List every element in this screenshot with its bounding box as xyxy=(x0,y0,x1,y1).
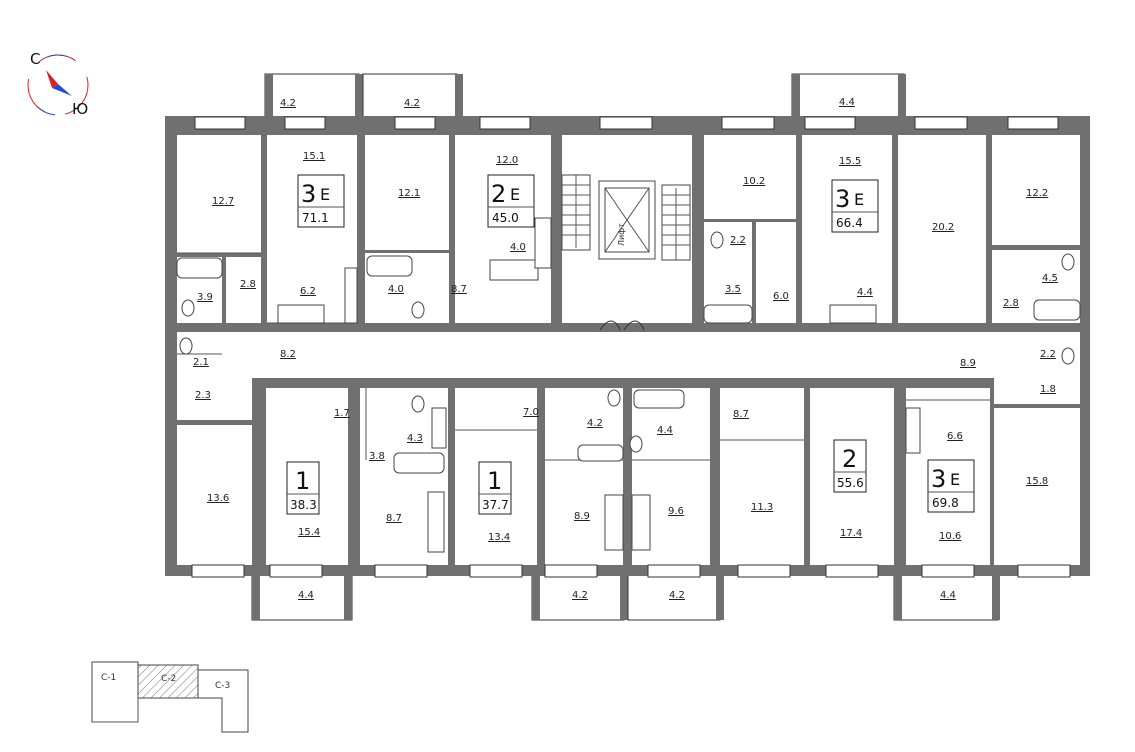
apartment-badge: 1 38.3 xyxy=(286,461,320,515)
room-area-label: 4.5 xyxy=(1042,273,1058,284)
compass-south-arrow xyxy=(52,84,72,96)
room-area-label: 10.6 xyxy=(939,531,961,542)
apartment-badge: 3 Е 71.1 xyxy=(297,174,345,228)
apartment-area: 45.0 xyxy=(492,211,519,225)
room-area-label: 8.2 xyxy=(280,349,296,360)
room-area-label: 4.2 xyxy=(669,590,685,601)
room-area-label: 1.8 xyxy=(1040,384,1056,395)
room-area-label: 2.1 xyxy=(193,357,209,368)
room-area-label: 6.2 xyxy=(300,286,316,297)
room-area-label: 4.4 xyxy=(839,97,855,108)
room-area-label: 4.0 xyxy=(388,284,404,295)
apartment-class: Е xyxy=(854,190,864,209)
section-label: С-1 xyxy=(101,673,116,683)
room-area-label: 8.7 xyxy=(451,284,467,295)
apartment-area: 55.6 xyxy=(837,476,864,490)
apartment-rooms: 3 xyxy=(931,465,946,493)
windows xyxy=(191,116,1071,578)
apartment-badge: 3 Е 66.4 xyxy=(831,179,879,233)
stairwell: Лифт xyxy=(561,174,691,331)
room-area-label: 4.2 xyxy=(404,98,420,109)
room-area-label: 2.8 xyxy=(240,279,256,290)
room-area-label: 4.3 xyxy=(407,433,423,444)
section-label: С-2 xyxy=(161,674,176,684)
room-area-label: 4.2 xyxy=(587,418,603,429)
balconies-top xyxy=(264,73,906,119)
balconies-bottom xyxy=(251,574,1000,621)
apartment-area: 69.8 xyxy=(932,496,959,510)
room-area-label: 8.9 xyxy=(574,511,590,522)
room-area-label: 4.0 xyxy=(510,242,526,253)
room-area-label: 20.2 xyxy=(932,222,954,233)
room-area-label: 2.2 xyxy=(1040,349,1056,360)
apartment-class: Е xyxy=(510,185,520,204)
room-area-label: 4.4 xyxy=(857,287,873,298)
room-area-label: 4.4 xyxy=(298,590,314,601)
room-area-label: 10.2 xyxy=(743,176,765,187)
room-area-label: 2.3 xyxy=(195,390,211,401)
apartment-area: 38.3 xyxy=(290,498,317,512)
room-area-label: 15.5 xyxy=(839,156,861,167)
section-keyplan: С-1 С-2 С-3 xyxy=(91,661,249,733)
room-area-label: 4.4 xyxy=(657,425,673,436)
apartment-rooms: 3 xyxy=(835,185,850,213)
room-area-label: 15.8 xyxy=(1026,476,1048,487)
room-area-label: 3.5 xyxy=(725,284,741,295)
compass-south-label: Ю xyxy=(72,100,88,118)
room-area-label: 13.6 xyxy=(207,493,229,504)
compass-north-arrow xyxy=(46,70,58,88)
room-area-label: 15.4 xyxy=(298,527,320,538)
sanitary-fixtures xyxy=(176,217,1081,553)
apartment-badge: 2 Е 45.0 xyxy=(487,174,535,228)
room-area-label: 12.7 xyxy=(212,196,234,207)
apartment-rooms: 3 xyxy=(301,180,316,208)
room-area-label: 17.4 xyxy=(840,528,862,539)
apartment-area: 37.7 xyxy=(482,498,509,512)
apartment-badge: 2 55.6 xyxy=(833,439,867,493)
apartment-rooms: 1 xyxy=(295,467,310,495)
room-area-label: 3.9 xyxy=(197,292,213,303)
room-area-label: 4.2 xyxy=(280,98,296,109)
room-area-label: 13.4 xyxy=(488,532,510,543)
room-area-label: 12.1 xyxy=(398,188,420,199)
compass: С Ю xyxy=(27,50,89,118)
room-area-label: 15.1 xyxy=(303,151,325,162)
apartment-rooms: 1 xyxy=(487,467,502,495)
room-area-label: 12.0 xyxy=(496,155,518,166)
lift-label: Лифт xyxy=(617,223,626,246)
stair-flight-left xyxy=(561,174,591,251)
room-area-label: 12.2 xyxy=(1026,188,1048,199)
room-area-label: 8.7 xyxy=(386,513,402,524)
section-label: С-3 xyxy=(215,681,230,691)
room-area-label: 6.0 xyxy=(773,291,789,302)
apartment-area: 66.4 xyxy=(836,216,863,230)
room-area-label: 9.6 xyxy=(668,506,684,517)
room-area-label: 2.2 xyxy=(730,235,746,246)
room-area-label: 1.7 xyxy=(334,408,350,419)
room-area-label: 4.4 xyxy=(940,590,956,601)
apartment-badge: 3 Е 69.8 xyxy=(927,459,975,513)
room-area-label: 7.0 xyxy=(523,407,539,418)
stair-flight-right xyxy=(661,184,691,261)
apartment-rooms: 2 xyxy=(491,180,506,208)
apartment-badge: 1 37.7 xyxy=(478,461,512,515)
room-area-label: 8.9 xyxy=(960,358,976,369)
apartment-area: 71.1 xyxy=(302,211,329,225)
compass-north-label: С xyxy=(30,50,40,68)
room-labels: 4.2 4.2 4.4 15.1 12.0 15.5 12.7 12.1 10.… xyxy=(193,97,1058,601)
room-area-label: 6.6 xyxy=(947,431,963,442)
room-area-label: 11.3 xyxy=(751,502,773,513)
apartment-class: Е xyxy=(950,470,960,489)
apartment-class: Е xyxy=(320,185,330,204)
room-area-label: 8.7 xyxy=(733,409,749,420)
room-area-label: 2.8 xyxy=(1003,298,1019,309)
room-area-label: 3.8 xyxy=(369,451,385,462)
room-area-label: 4.2 xyxy=(572,590,588,601)
apartment-rooms: 2 xyxy=(842,445,857,473)
